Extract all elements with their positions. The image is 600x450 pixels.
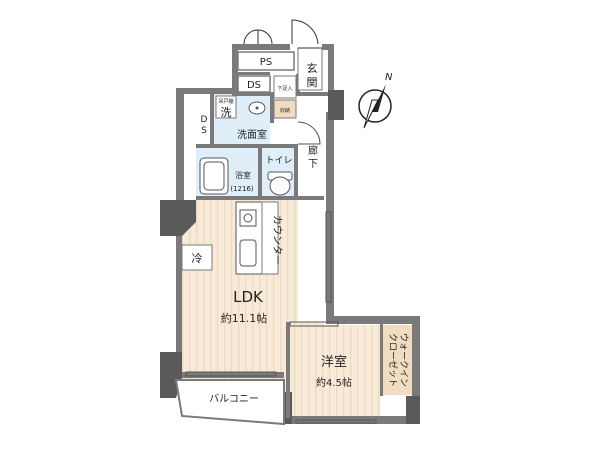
window-frames bbox=[185, 211, 377, 424]
sink-drain-icon bbox=[255, 106, 259, 110]
ldk-label: LDK bbox=[233, 288, 264, 306]
shoebox bbox=[273, 75, 297, 99]
entrance-label-2: 関 bbox=[307, 76, 318, 89]
ds-top-box bbox=[237, 75, 271, 93]
washroom-label: 洗面室 bbox=[237, 128, 267, 141]
storage-box bbox=[273, 99, 297, 119]
bathtub-icon bbox=[199, 157, 229, 195]
wic-label-2: クローゼット bbox=[387, 333, 399, 387]
shoebox-label: 下足入 bbox=[277, 86, 292, 92]
kitchen-sink-icon bbox=[239, 239, 257, 267]
toilet-icon bbox=[267, 171, 293, 196]
balcony bbox=[174, 379, 285, 426]
stove-icon bbox=[239, 209, 257, 227]
hanger-label: 吊戸棚 bbox=[218, 98, 233, 105]
bath-size-label: (1216) bbox=[230, 185, 254, 193]
bath-label: 浴室 bbox=[235, 170, 251, 180]
corridor-door-icon bbox=[297, 121, 321, 145]
western-label: 洋室 bbox=[321, 354, 347, 370]
ds-left-label-s: S bbox=[201, 126, 207, 136]
toilet-label: トイレ bbox=[265, 156, 292, 166]
western-size-label: 約4.5帖 bbox=[316, 376, 352, 389]
ldk-size-label: 約11.1帖 bbox=[221, 311, 268, 325]
ds-top-label: DS bbox=[247, 80, 261, 91]
compass-north-label: N bbox=[385, 72, 393, 83]
balcony-label: バルコニー bbox=[209, 393, 259, 405]
ps-label: PS bbox=[260, 57, 272, 68]
counter-bar bbox=[261, 201, 279, 275]
western-floor bbox=[290, 325, 380, 423]
storage-label: 収納 bbox=[280, 107, 290, 114]
wic-label-1: ウォークイン bbox=[398, 333, 409, 387]
washer-pan bbox=[215, 95, 237, 119]
fridge-label: 冷 bbox=[192, 252, 203, 265]
ds-left-label-d: D bbox=[201, 115, 208, 125]
corridor-label-1: 廊 bbox=[308, 144, 318, 157]
wic-floor bbox=[382, 325, 412, 395]
corridor-label-2: 下 bbox=[308, 159, 318, 170]
counter-label: カウンター bbox=[271, 215, 283, 265]
fridge-area bbox=[181, 244, 213, 271]
ps-box bbox=[237, 51, 295, 71]
compass-icon bbox=[358, 84, 392, 129]
washer-label: 洗 bbox=[221, 106, 232, 119]
entrance-label-1: 玄 bbox=[307, 61, 318, 75]
entrance-door-icon bbox=[243, 19, 323, 91]
corridor-floor bbox=[298, 110, 326, 322]
